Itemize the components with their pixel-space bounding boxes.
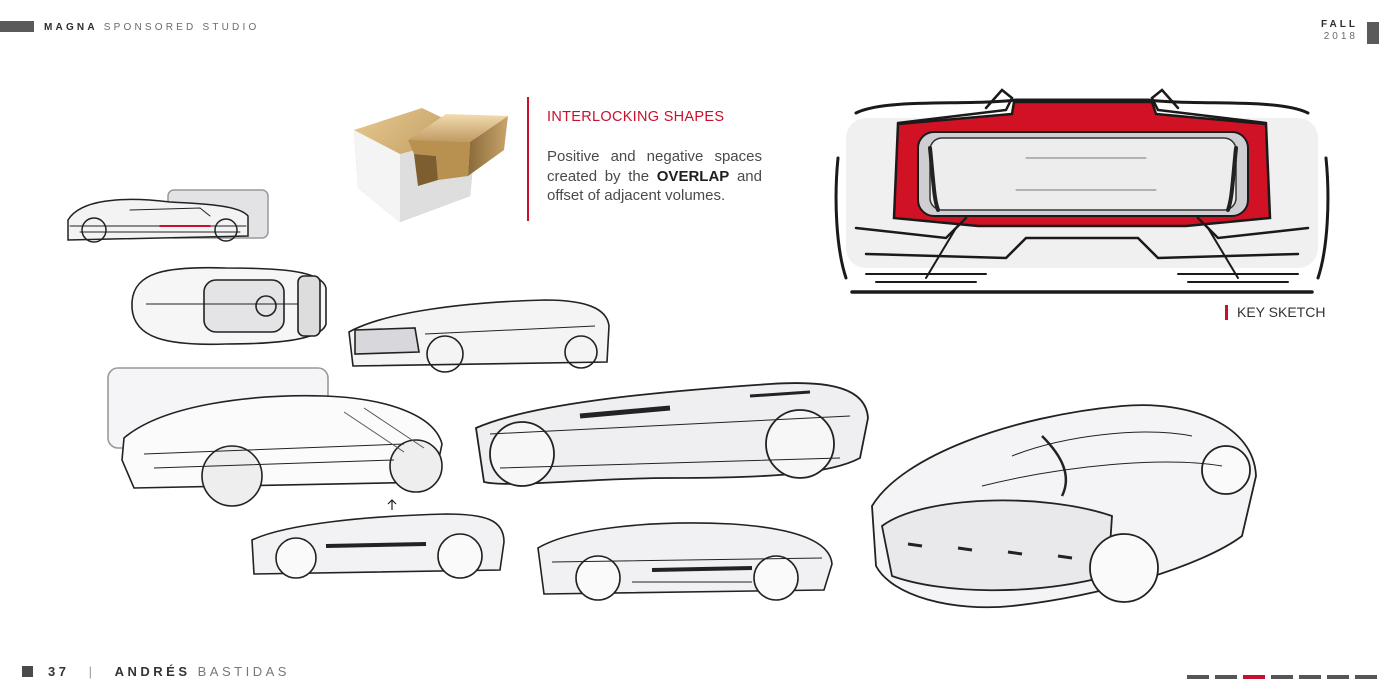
header-title: MAGNA SPONSORED STUDIO <box>44 21 259 34</box>
header-brand: MAGNA <box>44 22 98 33</box>
concept-title: INTERLOCKING SHAPES <box>547 109 725 125</box>
sketch-side-left <box>104 364 450 508</box>
sketch-three-quarter-front <box>345 296 615 374</box>
page-indicator-dot <box>1355 675 1377 679</box>
page-indicator-dot <box>1187 675 1209 679</box>
header-bar-right <box>1367 22 1379 44</box>
sketch-bottom-center <box>532 512 836 602</box>
page-indicator-dot <box>1271 675 1293 679</box>
footer-square <box>22 666 33 677</box>
key-sketch-rear-view <box>826 78 1338 300</box>
concept-description: Positive and negative spaces created by … <box>547 148 762 204</box>
page-number: 37 <box>48 664 70 679</box>
sketch-top-view <box>126 262 332 348</box>
header-date: FALL 2018 <box>1321 19 1358 43</box>
sketch-bottom-left <box>246 499 508 582</box>
concept-block: INTERLOCKING SHAPES Positive and negativ… <box>527 97 762 221</box>
header-program: SPONSORED STUDIO <box>103 22 260 33</box>
author-first-name: ANDRÉS <box>114 664 191 679</box>
header-year: 2018 <box>1323 31 1358 42</box>
concept-emphasis: OVERLAP <box>656 167 730 185</box>
sketch-side-center <box>470 374 872 496</box>
header-bar-left <box>0 21 34 32</box>
page-indicator <box>1187 675 1377 679</box>
interlocking-cube-image <box>350 96 510 226</box>
header-season: FALL <box>1321 19 1358 30</box>
sketch-side-small <box>60 186 280 248</box>
page-indicator-dot <box>1243 675 1265 679</box>
author-last-name: BASTIDAS <box>197 664 290 679</box>
page-indicator-dot <box>1327 675 1349 679</box>
page-indicator-dot <box>1215 675 1237 679</box>
footer-separator: | <box>88 664 96 679</box>
page-indicator-dot <box>1299 675 1321 679</box>
key-sketch-label: KEY SKETCH <box>1225 305 1325 320</box>
sketch-three-quarter-rear <box>862 396 1262 620</box>
footer-credit: 37 | ANDRÉS BASTIDAS <box>48 664 290 680</box>
